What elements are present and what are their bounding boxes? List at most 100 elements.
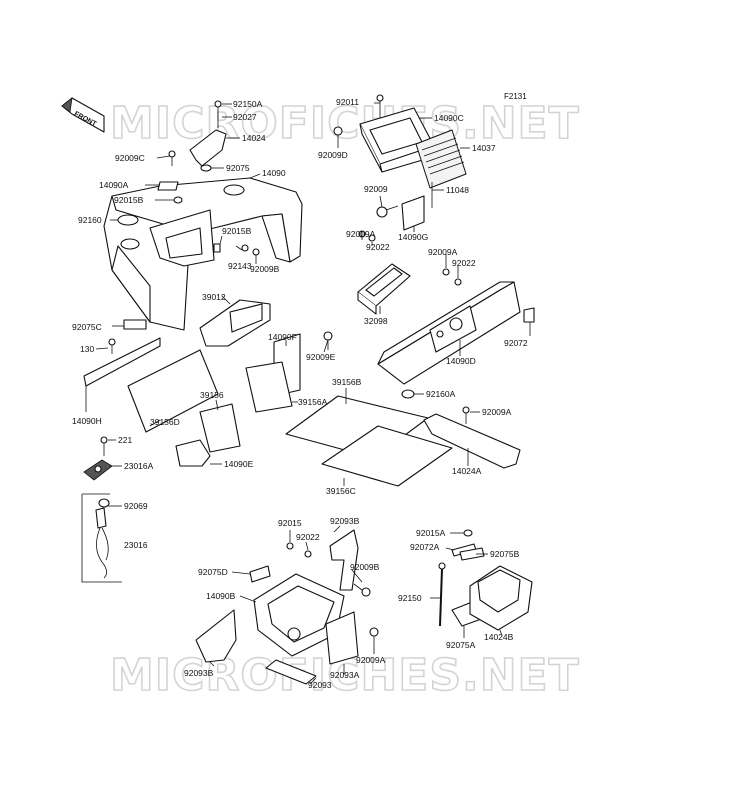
label-92022-b: 92022	[452, 258, 476, 268]
pad-92075B	[459, 547, 485, 561]
plate-14090E	[175, 439, 211, 467]
label-14090F: 14090F	[268, 332, 297, 342]
bolt-92009A-c	[462, 406, 470, 424]
washer-92022	[304, 550, 312, 558]
label-92011: 92011	[336, 97, 359, 107]
pad-39156	[199, 403, 241, 453]
label-92015: 92015	[278, 518, 302, 528]
bolt-92009A-b	[442, 268, 462, 286]
module-14037	[415, 129, 467, 189]
label-92075C: 92075C	[72, 322, 102, 332]
label-92022-c: 92022	[296, 532, 320, 542]
label-14090B: 14090B	[206, 591, 236, 601]
pad-92075D	[249, 565, 271, 583]
label-39156D: 39156D	[150, 417, 180, 427]
label-92150: 92150	[398, 593, 422, 603]
label-39156C: 39156C	[326, 486, 356, 496]
label-14024B: 14024B	[484, 632, 514, 642]
label-92093B-b: 92093B	[184, 668, 214, 678]
label-92027: 92027	[233, 112, 257, 122]
panel-39156D	[127, 349, 219, 433]
leader-lines	[85, 102, 531, 685]
clip-92015B-b	[213, 243, 221, 253]
label-92075D: 92075D	[198, 567, 228, 577]
label-92009E: 92009E	[306, 352, 336, 362]
clip-92015A	[463, 529, 473, 537]
pad-39156A	[245, 361, 293, 413]
pad-92075C	[123, 319, 147, 330]
bolt-92011	[376, 94, 384, 118]
label-92015B-a: 92015B	[114, 195, 144, 205]
label-92075B: 92075B	[490, 549, 520, 559]
bolt-92009C	[168, 150, 176, 166]
plate-14090A	[157, 181, 179, 191]
bracket-92093B-b	[195, 609, 237, 663]
harness-23016	[81, 493, 122, 583]
label-14090G: 14090G	[398, 232, 428, 242]
bolt-92009D	[333, 126, 343, 136]
bolt-92009A-d	[369, 627, 379, 646]
label-14090D: 14090D	[446, 356, 476, 366]
grommet-92160	[117, 214, 139, 226]
label-14090: 14090	[262, 168, 286, 178]
label-92009A-d: 92009A	[356, 655, 386, 665]
switch-23016A	[83, 459, 113, 481]
rail-14024A	[423, 413, 521, 469]
label-92009-a: 92009	[364, 184, 388, 194]
plate-14090H	[83, 337, 161, 387]
grommet-92075	[200, 164, 212, 172]
label-92160A: 92160A	[426, 389, 456, 399]
bolt-92009	[376, 205, 399, 218]
figure-code: F2131	[504, 92, 527, 101]
label-39156B: 39156B	[332, 377, 362, 387]
label-14090C: 14090C	[434, 113, 464, 123]
bolt-221	[100, 436, 108, 456]
bracket-92093	[265, 659, 317, 685]
label-92160: 92160	[78, 215, 102, 225]
cover-14024B	[469, 565, 533, 631]
grommet-92160A	[401, 389, 415, 399]
bracket-92093B	[329, 529, 359, 591]
label-92143: 92143	[228, 261, 252, 271]
label-92015B-b: 92015B	[222, 226, 252, 236]
clip-92015	[286, 542, 294, 550]
label-14090E: 14090E	[224, 459, 254, 469]
label-92015A: 92015A	[416, 528, 446, 538]
label-92009B-b: 92009B	[350, 562, 380, 572]
label-32098: 32098	[364, 316, 388, 326]
clip-92015B	[173, 196, 183, 204]
bolt-130	[108, 338, 116, 354]
label-92009C: 92009C	[115, 153, 145, 163]
label-14090A: 14090A	[99, 180, 129, 190]
label-14024: 14024	[242, 133, 266, 143]
label-92009A-a: 92009A	[346, 229, 376, 239]
label-14024A: 14024A	[452, 466, 482, 476]
label-92075A: 92075A	[446, 640, 476, 650]
label-92009A-c: 92009A	[482, 407, 512, 417]
bracket-92093A	[325, 611, 359, 665]
tray-14090D	[377, 281, 521, 385]
mat-39156C	[321, 425, 453, 487]
label-92072A: 92072A	[410, 542, 440, 552]
label-39012: 39012	[202, 292, 226, 302]
bolt-92009B	[241, 244, 260, 256]
tray-14090B	[253, 573, 345, 657]
label-39156: 39156	[200, 390, 224, 400]
label-92072: 92072	[504, 338, 528, 348]
label-92093B-a: 92093B	[330, 516, 360, 526]
label-14090H: 14090H	[72, 416, 102, 426]
label-92009B-a: 92009B	[250, 264, 280, 274]
label-130: 130	[80, 344, 94, 354]
label-92093A: 92093A	[330, 670, 360, 680]
label-92022-a: 92022	[366, 242, 390, 252]
label-92069: 92069	[124, 501, 148, 511]
label-39156A: 39156A	[298, 397, 328, 407]
bolt-92009B-b	[353, 583, 371, 597]
label-221: 221	[118, 435, 132, 445]
label-92150A: 92150A	[233, 99, 263, 109]
label-92009A-b: 92009A	[428, 247, 458, 257]
label-92093: 92093	[308, 680, 332, 690]
label-92009D: 92009D	[318, 150, 348, 160]
label-23016A: 23016A	[124, 461, 154, 471]
